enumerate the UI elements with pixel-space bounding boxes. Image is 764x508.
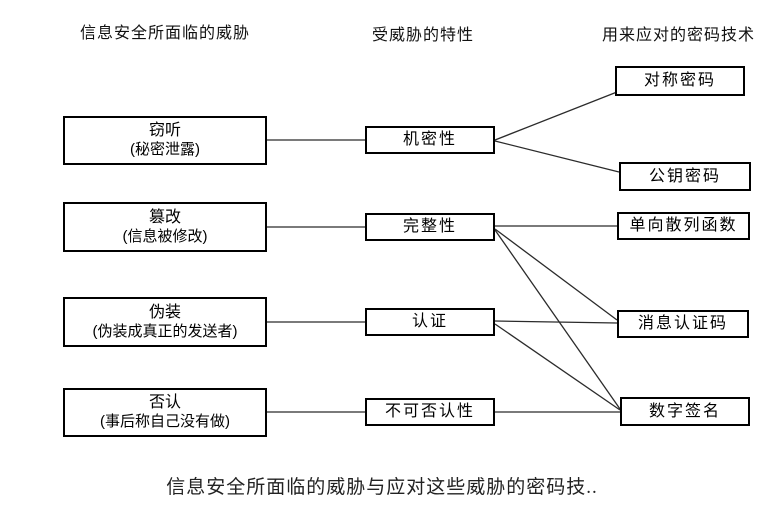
threat-box-eavesdropping: 窃听 (秘密泄露) xyxy=(63,116,267,165)
threat-title: 篡改 xyxy=(148,208,181,226)
threat-box-repudiation: 否认 (事后称自己没有做) xyxy=(63,388,267,437)
technique-box-symmetric-cipher: 对称密码 xyxy=(615,66,745,96)
edge-authentication-signature xyxy=(494,323,621,411)
technique-box-public-key-cipher: 公钥密码 xyxy=(619,162,751,191)
property-box-authentication: 认证 xyxy=(365,308,495,336)
edge-confidentiality-symmetric xyxy=(494,91,618,141)
technique-box-one-way-hash: 单向散列函数 xyxy=(617,212,750,240)
threat-subtitle: (事后称自己没有做) xyxy=(100,413,230,431)
edge-integrity-mac xyxy=(494,228,618,321)
technique-box-digital-signature: 数字签名 xyxy=(620,397,750,426)
column-header-properties: 受威胁的特性 xyxy=(371,27,474,44)
technique-box-mac: 消息认证码 xyxy=(617,310,749,338)
edge-confidentiality-publickey xyxy=(494,140,620,173)
property-box-confidentiality: 机密性 xyxy=(365,126,495,154)
edge-integrity-signature xyxy=(494,229,621,410)
threat-title: 否认 xyxy=(148,394,181,412)
threat-box-tampering: 篡改 (信息被修改) xyxy=(63,202,267,252)
edge-authentication-mac xyxy=(494,320,618,324)
threat-title: 伪装 xyxy=(148,303,181,321)
threat-box-spoofing: 伪装 (伪装成真正的发送者) xyxy=(63,297,267,347)
threat-title: 窃听 xyxy=(148,122,181,140)
property-box-integrity: 完整性 xyxy=(365,213,495,241)
threat-subtitle: (伪装成真正的发送者) xyxy=(92,322,238,340)
column-header-techniques: 用来应对的密码技术 xyxy=(602,27,756,44)
threat-subtitle: (秘密泄露) xyxy=(130,141,200,159)
property-box-nonrepudiation: 不可否认性 xyxy=(365,398,495,426)
threat-subtitle: (信息被修改) xyxy=(122,227,208,245)
diagram-caption: 信息安全所面临的威胁与应对这些威胁的密码技.. xyxy=(166,477,598,498)
column-header-threats: 信息安全所面临的威胁 xyxy=(79,25,250,42)
